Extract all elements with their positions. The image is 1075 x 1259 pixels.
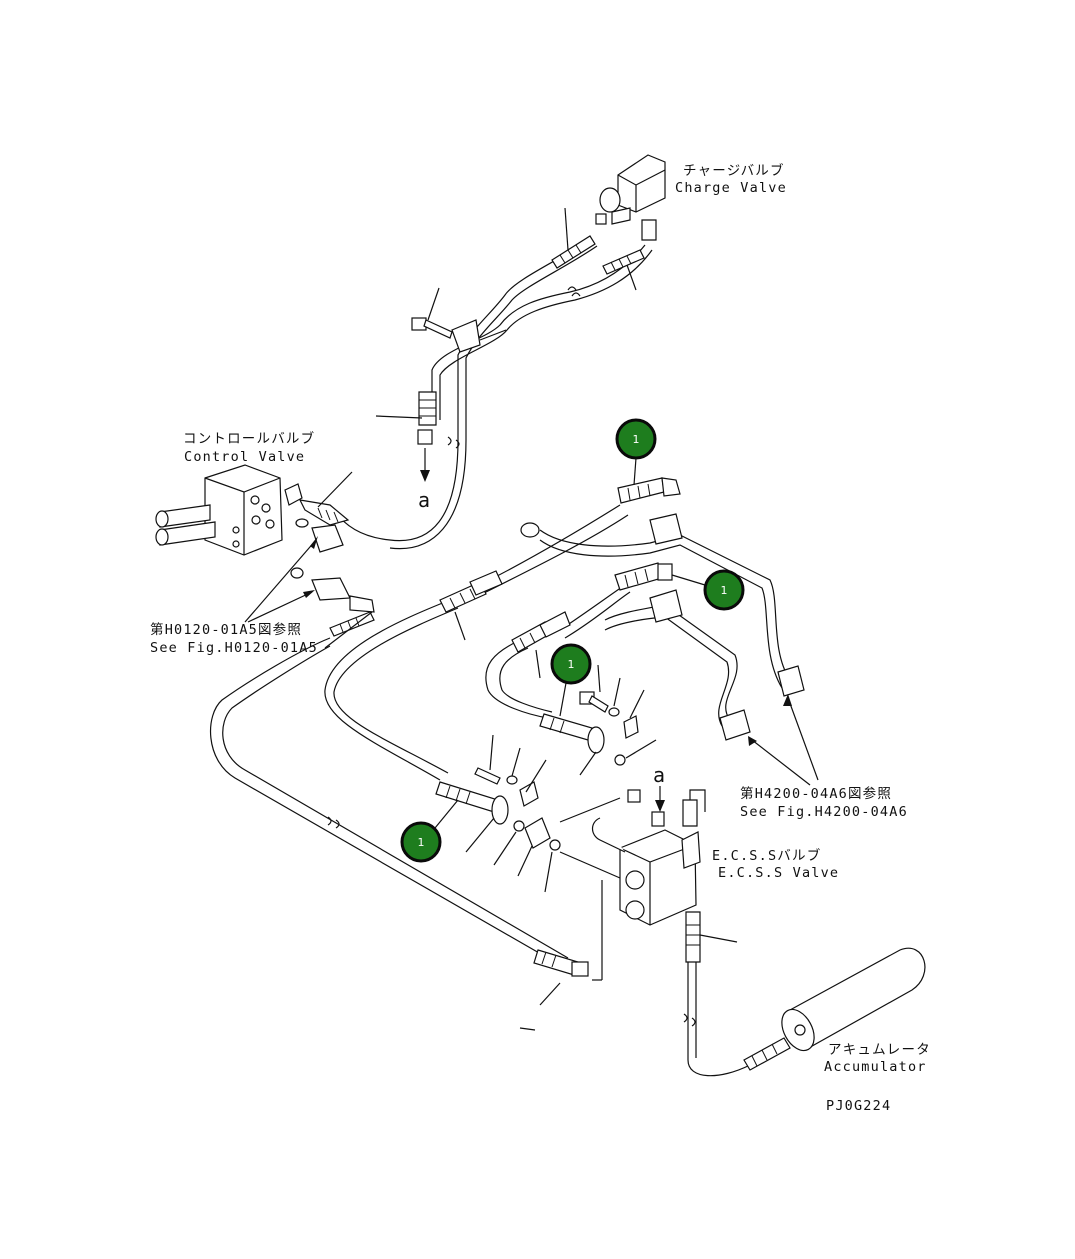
control-valve-label-en: Control Valve <box>184 449 305 465</box>
callout-4[interactable]: 1 <box>400 821 442 863</box>
ref-h4200-label-jp: 第H4200-04A6図参照 <box>740 785 892 802</box>
callout-2[interactable]: 1 <box>703 569 745 611</box>
ref-h0120-label-en: See Fig.H0120-01A5 <box>150 640 318 656</box>
flange-parts <box>435 664 657 893</box>
callout-1-number: 1 <box>633 433 640 446</box>
callout-3-number: 1 <box>568 658 575 671</box>
charge-valve-label-en: Charge Valve <box>675 180 787 196</box>
accumulator-label-en: Accumulator <box>824 1059 927 1075</box>
callout-2-number: 1 <box>721 584 728 597</box>
ecss-valve-label-en: E.C.S.S Valve <box>718 865 839 881</box>
ref-h4200-label-en: See Fig.H4200-04A6 <box>740 804 908 820</box>
charge-valve-label-jp: チャージバルブ <box>683 162 785 179</box>
control-valve <box>155 464 375 637</box>
charge-valve <box>595 154 666 241</box>
callout-3[interactable]: 1 <box>550 643 592 685</box>
upper-hoses <box>332 207 653 550</box>
connection-a-label-2: a <box>653 763 666 787</box>
callout-markers: 1 1 1 1 <box>400 418 745 863</box>
connection-a-label: a <box>418 488 431 512</box>
control-valve-label-jp: コントロールバルブ <box>183 430 315 447</box>
ref-h0120-label-jp: 第H0120-01A5図参照 <box>150 621 302 638</box>
drawing-code: PJ0G224 <box>826 1098 891 1114</box>
ecss-valve-label-jp: E.C.S.Sバルブ <box>712 847 821 864</box>
accumulator <box>743 947 926 1071</box>
accumulator-label-jp: アキュムレータ <box>828 1042 931 1058</box>
callout-1[interactable]: 1 <box>615 418 657 460</box>
right-tubes <box>520 513 819 786</box>
ecss-valve <box>559 786 751 1077</box>
callout-4-number: 1 <box>418 836 425 849</box>
text-labels: チャージバルブ Charge Valve コントロールバルブ Control V… <box>150 162 931 1114</box>
lower-hoses <box>209 477 681 1031</box>
